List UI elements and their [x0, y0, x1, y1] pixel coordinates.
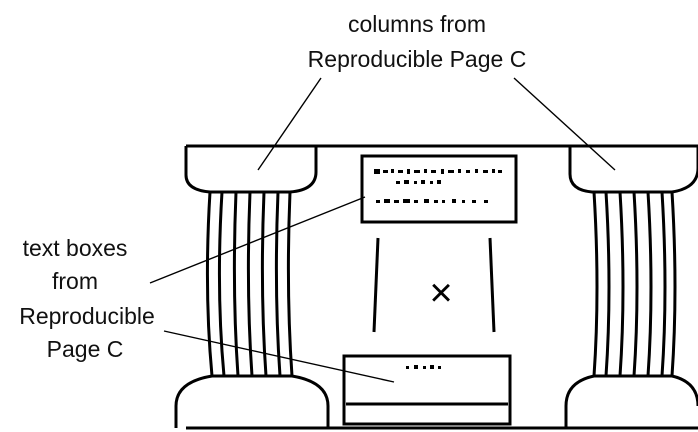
- leader-line-left-column: [257, 77, 322, 171]
- left-column-base: [174, 374, 330, 428]
- text-boxes-label-line2: from: [52, 268, 98, 294]
- center-guide-lines: [372, 237, 496, 333]
- columns-label-line2: Reproducible Page C: [308, 46, 527, 72]
- center-x-mark: ×: [429, 271, 452, 315]
- left-column-capital: [184, 146, 318, 194]
- text-boxes-label-line4: Page C: [47, 336, 124, 362]
- text-boxes-label-line1: text boxes: [23, 235, 128, 261]
- top-text-box: [360, 154, 518, 224]
- panel-frame: [186, 144, 698, 430]
- right-column-base: [564, 374, 698, 428]
- bottom-text-box-scribble: [406, 365, 441, 369]
- leader-line-top-text-box: [149, 196, 366, 284]
- bottom-text-box: [342, 354, 512, 426]
- right-column-flutes: [592, 191, 677, 377]
- columns-label: columns from Reproducible Page C: [308, 11, 527, 72]
- leader-lines: [149, 77, 616, 383]
- top-text-box-scribble: [374, 169, 502, 203]
- columns-label-line1: columns from: [348, 11, 486, 37]
- text-boxes-label: text boxes from Reproducible Page C: [19, 235, 155, 362]
- left-column-flutes: [205, 191, 294, 377]
- right-column-capital: [568, 146, 698, 194]
- leader-line-bottom-text-box: [163, 330, 395, 383]
- right-column: [564, 146, 698, 428]
- left-column: [174, 146, 330, 428]
- leader-line-right-column: [513, 77, 616, 171]
- text-boxes-label-line3: Reproducible: [19, 303, 155, 329]
